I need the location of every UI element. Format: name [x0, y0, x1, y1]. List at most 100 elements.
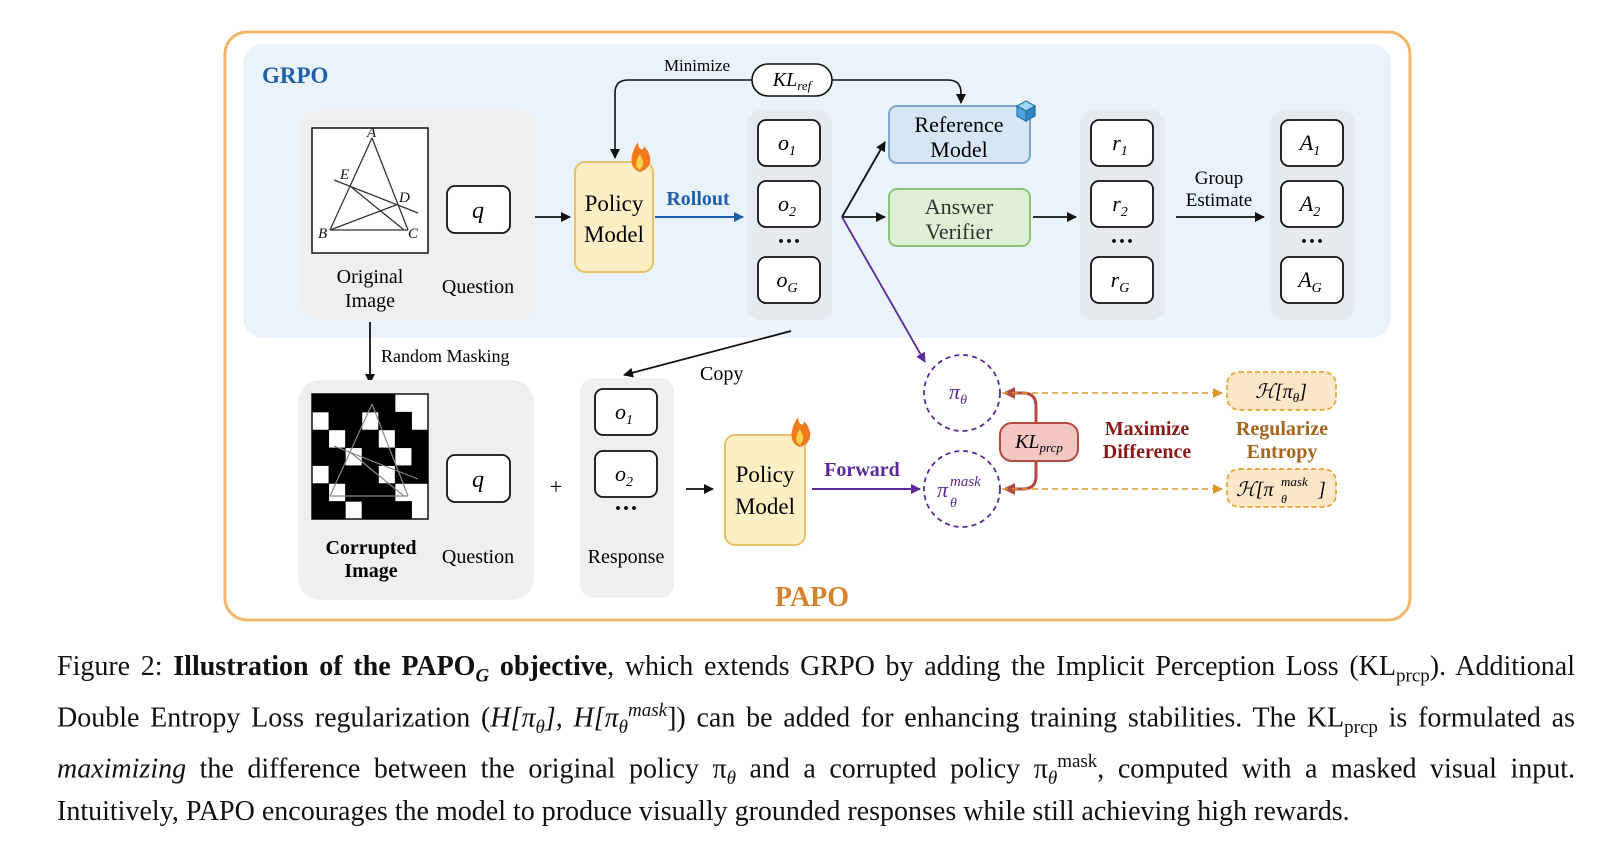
response-output-ellipsis: ··· [614, 496, 638, 522]
original-image-label-1: Original [337, 266, 404, 288]
svg-text:o2: o2 [778, 191, 796, 220]
svg-text:A1: A1 [1298, 130, 1320, 159]
question-symbol-top: q [472, 198, 484, 224]
svg-text:o1: o1 [615, 399, 633, 428]
papo-label: PAPO [775, 582, 849, 613]
group-estimate-label-2: Estimate [1186, 190, 1252, 211]
entropy-box-theta [1226, 371, 1337, 411]
policy-model-bottom-label-2: Model [735, 494, 795, 519]
pi-mask-base: π [937, 477, 949, 502]
corrupted-image [311, 393, 429, 520]
response-output-2: o2 [594, 450, 658, 498]
geo-label-d: D [398, 190, 410, 206]
papo-diagram: GRPO A E D B C Original Image q Question… [223, 30, 1412, 622]
caption-text-2: ). Additional Double Entropy Loss regula… [57, 651, 1575, 733]
caption-title: Illustration of the PAPOG objective [173, 651, 608, 687]
forward-label: Forward [824, 459, 900, 481]
reference-model-label-2: Model [930, 137, 987, 162]
to-reference-arrow [841, 141, 886, 218]
figure-caption: Figure 2: Illustration of the PAPOG obje… [57, 651, 1576, 828]
reward-2: r2 [1090, 180, 1154, 228]
geo-label-a: A [366, 125, 377, 141]
policy-model-top [574, 161, 654, 273]
entropy-mask-base: ℋ[π [1236, 479, 1275, 501]
entropy-mask-sub: θ [1281, 492, 1287, 506]
response-label: Response [588, 546, 665, 568]
svg-text:o2: o2 [615, 461, 633, 490]
advantage-3: AG [1280, 256, 1344, 304]
output-3: oG [757, 256, 821, 304]
copy-label: Copy [700, 363, 743, 385]
policy-model-bottom-label-1: Policy [736, 462, 795, 487]
corrupted-image-label-2: Image [344, 560, 397, 582]
maximize-difference-label-1: Maximize [1105, 418, 1190, 440]
caption-text-3: ]) can be added for enhancing training s… [667, 701, 1345, 733]
geo-label-b: B [318, 226, 327, 242]
pi-mask-circle [923, 450, 1001, 528]
output-1: o1 [757, 119, 821, 167]
policy-model-bottom [724, 434, 806, 546]
svg-text:r1: r1 [1112, 130, 1128, 159]
question-symbol-bottom: q [472, 467, 484, 493]
question-label-top: Question [442, 276, 514, 298]
caption-prefix: Figure 2: [57, 651, 174, 682]
svg-text:AG: AG [1296, 267, 1322, 296]
entropy-theta-text: ℋ[πθ] [1255, 381, 1307, 405]
flame-icon [791, 417, 811, 447]
output-2: o2 [757, 180, 821, 228]
entropy-mask-close: ] [1317, 479, 1326, 501]
maximize-difference-label-2: Difference [1103, 441, 1192, 463]
kl-prcp-box [999, 422, 1079, 462]
svg-text:rG: rG [1111, 267, 1130, 296]
response-output-1: o1 [594, 388, 658, 436]
answer-verifier-box [888, 188, 1031, 247]
caption-text-7: , computed with a masked visual input. I… [57, 752, 1576, 828]
grpo-label: GRPO [262, 63, 328, 88]
reward-1: r1 [1090, 119, 1154, 167]
advantage-ellipsis: ··· [1300, 229, 1324, 255]
group-estimate-label-1: Group [1195, 168, 1244, 189]
question-box-bottom [446, 454, 511, 503]
policy-model-top-label-1: Policy [585, 191, 644, 216]
reward-ellipsis: ··· [1110, 229, 1134, 255]
random-masking-label: Random Masking [381, 346, 510, 366]
reference-model-box [888, 105, 1031, 164]
svg-text:A2: A2 [1298, 191, 1320, 220]
caption-text-5: the difference between the original poli… [186, 752, 727, 784]
copy-arrow [623, 330, 792, 378]
advantage-1: A1 [1280, 119, 1344, 167]
svg-text:oG: oG [776, 267, 797, 296]
pi-theta-text: πθ [949, 379, 967, 408]
rollout-label: Rollout [666, 188, 730, 210]
policy-model-top-label-2: Model [584, 222, 644, 247]
output-ellipsis: ··· [777, 229, 801, 255]
kl-ref-text: KLref [772, 69, 814, 93]
entropy-box-mask [1226, 468, 1337, 508]
kl-prcp-text: KLprcp [1014, 431, 1063, 455]
original-image-frame [311, 127, 429, 254]
plus-symbol: + [550, 474, 562, 499]
reward-3: rG [1090, 256, 1154, 304]
regularize-entropy-label-2: Entropy [1247, 441, 1318, 463]
svg-text:o1: o1 [778, 130, 796, 159]
caption-text-6: and a corrupted policy π [735, 752, 1048, 784]
question-box-top [446, 185, 511, 234]
cube-icon [1015, 100, 1037, 123]
reference-model-label-1: Reference [914, 112, 1003, 137]
answer-verifier-label-2: Verifier [925, 219, 993, 244]
minimize-loop-arrow-right [832, 79, 966, 104]
entropy-mask-sup: mask [1281, 474, 1308, 489]
kl-ref-pill [751, 63, 833, 97]
caption-italic-word: maximizing [57, 752, 187, 784]
corrupted-image-label-1: Corrupted [325, 537, 416, 559]
pi-mask-sub: θ [950, 496, 957, 511]
minimize-label: Minimize [664, 56, 730, 75]
answer-verifier-label-1: Answer [925, 194, 994, 219]
geometry-figure [329, 137, 419, 231]
caption-text-1: , which extends GRPO by adding the Impli… [607, 651, 1396, 682]
pi-mask-sup: mask [950, 474, 981, 490]
original-image-label-2: Image [345, 290, 395, 312]
minimize-loop-arrow-left [610, 79, 752, 159]
caption-text-4: is formulated as [1377, 701, 1575, 733]
geo-label-c: C [408, 226, 419, 242]
